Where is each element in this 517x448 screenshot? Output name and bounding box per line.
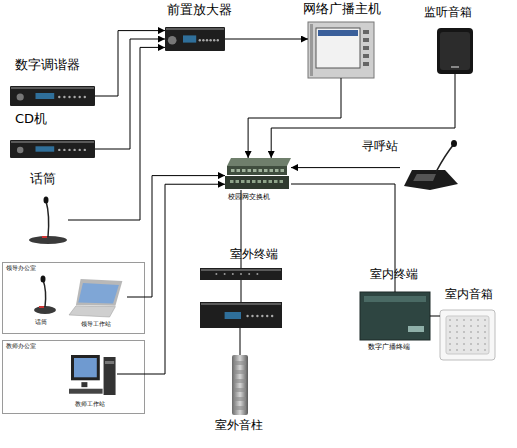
office-area: 教师办公室教师工作站 bbox=[2, 340, 145, 414]
device-node: 寻呼站 bbox=[400, 140, 460, 190]
signal-connector bbox=[291, 167, 400, 168]
device-node: 前置放大器 bbox=[165, 27, 225, 51]
device-node: 室内音箱 bbox=[440, 310, 495, 360]
signal-connector bbox=[291, 184, 395, 292]
device-label: 话筒 bbox=[30, 172, 56, 186]
device-node: 室外音柱 bbox=[232, 355, 248, 415]
device-label: 室内终端 bbox=[370, 268, 418, 281]
signal-connector bbox=[95, 31, 165, 96]
device-label: 室外终端 bbox=[230, 248, 278, 261]
device-label: CD机 bbox=[15, 112, 47, 126]
desktop-symbol bbox=[69, 351, 117, 397]
rack-symbol bbox=[165, 27, 225, 51]
device-label: 室内音箱 bbox=[445, 288, 493, 301]
device-label: 室外音柱 bbox=[215, 419, 263, 432]
signal-connector bbox=[225, 39, 308, 40]
signal-connector bbox=[241, 190, 242, 268]
device-node: 话筒 bbox=[28, 195, 68, 245]
device-node: 网络广播主机 bbox=[308, 22, 374, 78]
rack-symbol bbox=[10, 86, 95, 106]
device-label: 网络广播主机 bbox=[303, 2, 381, 16]
device-node: 教师工作站 bbox=[69, 351, 117, 397]
device-label: 数字调谐器 bbox=[15, 58, 80, 72]
laptop-symbol bbox=[69, 277, 127, 317]
mic-symbol bbox=[33, 275, 57, 315]
device-label: 数字广播终端 bbox=[368, 344, 410, 352]
device-node: 话筒 bbox=[33, 275, 57, 315]
signal-connector bbox=[127, 176, 225, 297]
host-symbol bbox=[308, 22, 374, 78]
signal-connector bbox=[248, 78, 341, 158]
device-node: CD机 bbox=[10, 140, 95, 158]
device-node: 校园网交换机 bbox=[225, 158, 291, 190]
office-area: 领导办公室话筒领导工作站 bbox=[2, 262, 145, 334]
signal-connector bbox=[95, 39, 165, 149]
paging-symbol bbox=[400, 140, 460, 190]
device-node: 数字调谐器 bbox=[10, 86, 95, 106]
signal-connector bbox=[68, 47, 165, 220]
device-node: 监听音箱 bbox=[437, 28, 473, 74]
mic-symbol bbox=[28, 195, 68, 245]
device-label: 教师办公室 bbox=[6, 343, 36, 350]
signal-connector bbox=[240, 328, 241, 355]
device-label: 话筒 bbox=[35, 319, 47, 326]
device-label: 校园网交换机 bbox=[228, 194, 270, 202]
boxspk-symbol bbox=[440, 310, 495, 360]
device-label: 寻呼站 bbox=[362, 140, 398, 153]
device-label: 监听音箱 bbox=[424, 6, 472, 19]
device-label: 教师工作站 bbox=[75, 401, 105, 408]
column-symbol bbox=[232, 355, 248, 415]
device-label: 领导办公室 bbox=[6, 265, 36, 272]
signal-connector bbox=[271, 74, 455, 158]
signal-connector bbox=[430, 316, 440, 317]
switch-symbol bbox=[225, 158, 291, 190]
signal-connector bbox=[117, 184, 225, 374]
outterm-symbol bbox=[200, 268, 282, 328]
speaker-symbol bbox=[437, 28, 473, 74]
device-label: 前置放大器 bbox=[167, 3, 232, 17]
device-node: 室外终端 bbox=[200, 268, 282, 328]
device-node: 领导工作站 bbox=[69, 277, 127, 317]
rack-symbol bbox=[10, 140, 95, 158]
device-node: 室内终端数字广播终端 bbox=[360, 292, 430, 340]
wallbox-symbol bbox=[360, 292, 430, 340]
device-label: 领导工作站 bbox=[81, 321, 111, 328]
